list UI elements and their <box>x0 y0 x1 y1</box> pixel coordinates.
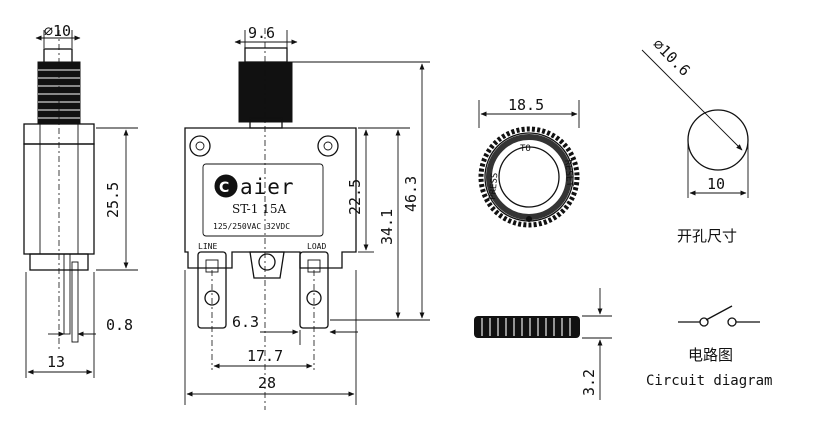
nut-text-top: TO <box>520 144 531 154</box>
side-top-diameter: ⌀10 <box>44 22 71 40</box>
rating-text: 125/250VAC 32VDC <box>213 222 290 231</box>
nut-bore <box>498 146 560 208</box>
circuit-diagram: 电路图 Circuit diagram <box>646 305 772 389</box>
side-view: ⌀10 25.5 0.8 13 <box>23 22 138 378</box>
cutout-width: 10 <box>707 175 725 193</box>
front-body-height: 22.5 <box>346 179 364 215</box>
svg-text:C: C <box>219 180 229 196</box>
model-text: ST-1 15A <box>232 202 286 216</box>
front-body <box>184 127 357 269</box>
nut-diameter: 18.5 <box>508 96 544 114</box>
front-label-plate <box>202 163 324 237</box>
side-terminal <box>63 253 71 335</box>
side-body-height: 25.5 <box>104 182 122 218</box>
front-knob-body <box>238 61 293 123</box>
nut-text-right: RESET <box>562 159 574 187</box>
mount-hole-right <box>317 135 339 157</box>
cutout-circle <box>687 109 749 171</box>
front-mid-height: 34.1 <box>378 209 396 245</box>
circuit-caption-cn: 电路图 <box>688 346 733 364</box>
nut-view: 18.5 TO PRESS RESET 3.2 <box>474 96 612 400</box>
front-view: C aier ST-1 15A 125/250VAC 32VDC LINE LO… <box>184 24 430 410</box>
side-width: 13 <box>47 353 65 371</box>
terminal-line-label: LINE <box>198 242 217 251</box>
terminal-width: 6.3 <box>232 313 259 331</box>
nut-knurl-ring <box>478 126 580 228</box>
nut-thickness: 3.2 <box>580 369 598 396</box>
terminal-load-label: LOAD <box>307 242 326 251</box>
front-width: 28 <box>258 374 276 392</box>
side-knob-cap <box>43 48 73 64</box>
brand-logo-icon <box>214 174 238 198</box>
brand-name: aier <box>240 175 295 199</box>
terminal-pitch: 17.7 <box>247 347 283 365</box>
front-top-width: 9.6 <box>248 24 275 42</box>
panel-cutout: ⌀10.6 10 开孔尺寸 <box>641 35 749 245</box>
front-knob-cap <box>244 47 288 63</box>
switch-contact-icon <box>705 305 733 321</box>
cutout-diameter: ⌀10.6 <box>649 35 694 80</box>
side-terminal-thickness: 0.8 <box>106 316 133 334</box>
circuit-caption-en: Circuit diagram <box>646 373 772 389</box>
nut-text-left: PRESS <box>488 172 500 200</box>
mount-hole-left <box>189 135 211 157</box>
front-total-height: 46.3 <box>402 176 420 212</box>
cutout-caption: 开孔尺寸 <box>677 227 737 245</box>
